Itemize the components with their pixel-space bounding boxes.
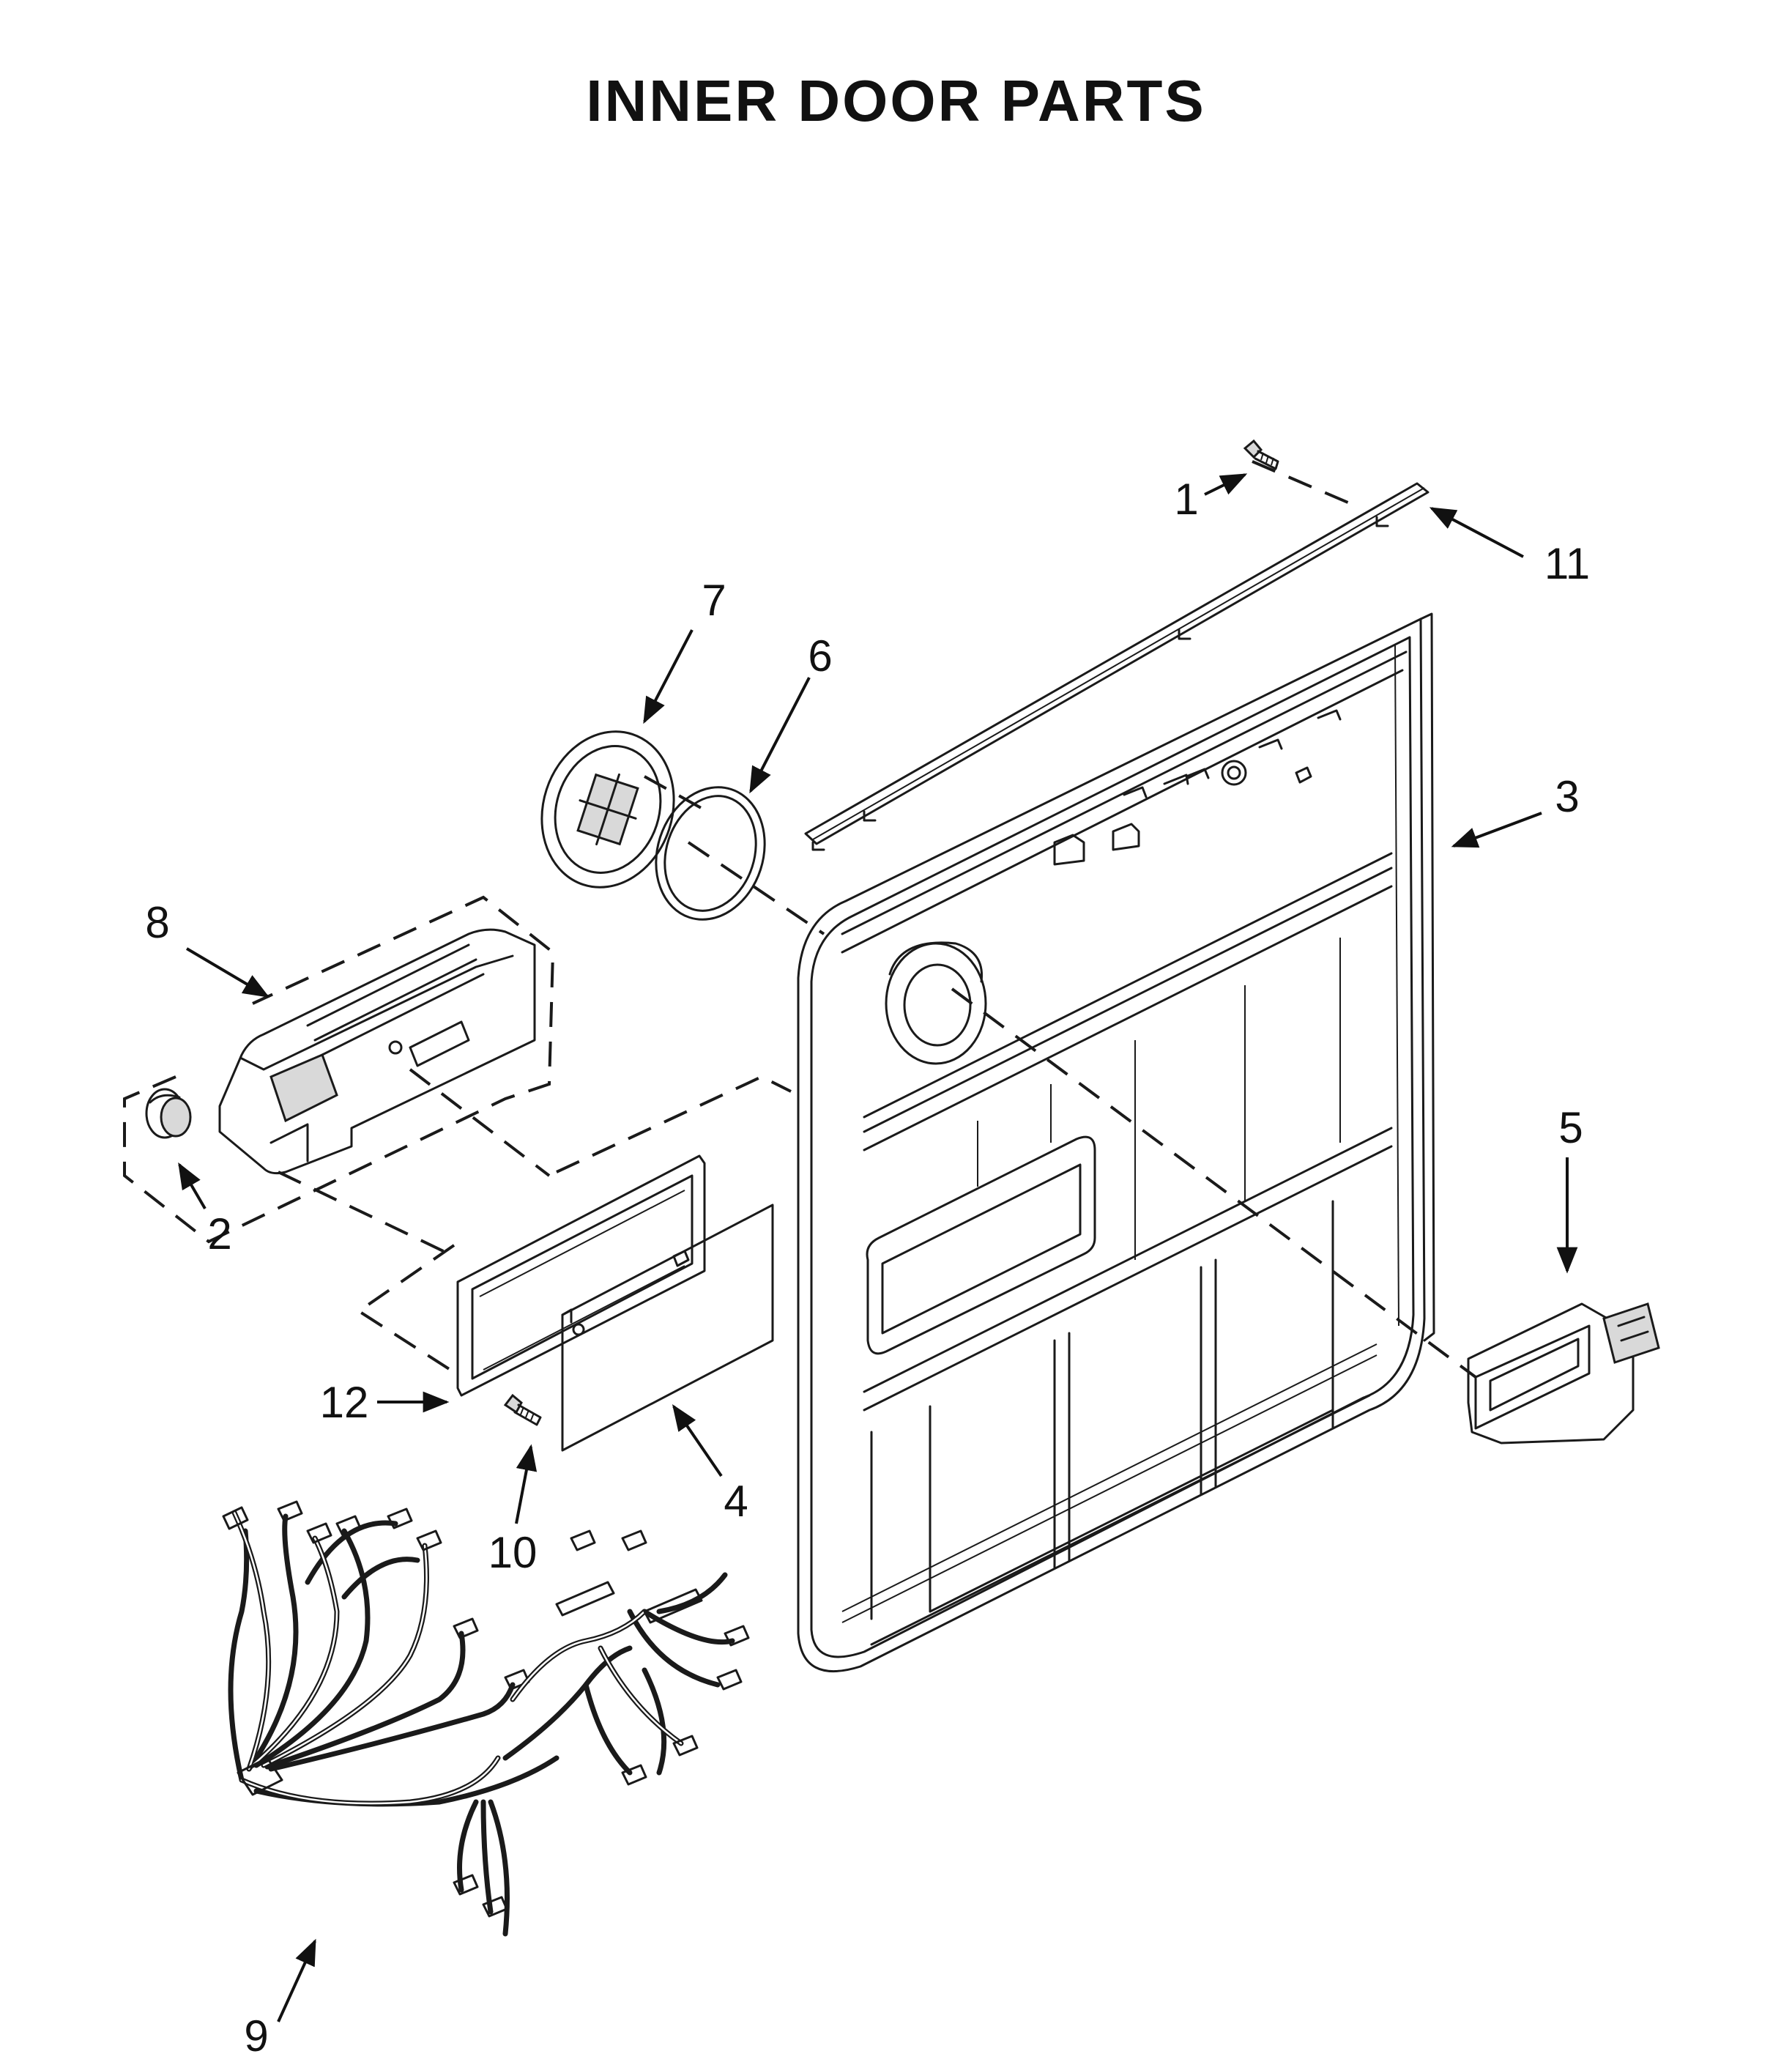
part-7-vent-cover: [540, 730, 675, 889]
leader-1: [1204, 473, 1248, 496]
callout-12: 12: [320, 1378, 369, 1427]
callout-labels: 1 2 3 4 5 6 7 8 9 10 11 12: [145, 475, 1590, 2061]
part-1-screw: [1243, 439, 1279, 470]
callout-4: 4: [724, 1477, 748, 1526]
leader-6: [749, 677, 811, 794]
callout-8: 8: [145, 898, 169, 947]
leader-10: [515, 1444, 538, 1524]
callout-9: 9: [244, 2011, 268, 2061]
callout-2: 2: [207, 1209, 231, 1258]
callout-3: 3: [1555, 772, 1579, 821]
part-12-cover-plate: [456, 1154, 706, 1397]
leader-lines: [178, 473, 1578, 2022]
callout-1: 1: [1174, 475, 1198, 524]
leader-9: [277, 1938, 316, 2022]
leader-7: [643, 629, 694, 724]
part-9-wire-harness: [222, 1500, 750, 1937]
assembly-dashed-lines: [123, 460, 1477, 1379]
part-10-screw: [503, 1393, 542, 1426]
callout-6: 6: [808, 631, 832, 680]
page-title: INNER DOOR PARTS: [586, 68, 1206, 133]
callout-5: 5: [1558, 1103, 1583, 1152]
leader-4: [672, 1404, 723, 1477]
callout-7: 7: [702, 576, 726, 625]
callout-11: 11: [1544, 539, 1590, 588]
part-4-control-board: [561, 1204, 774, 1452]
part-6-gasket: [655, 786, 766, 921]
part-2-knob: [145, 1088, 192, 1139]
leader-8: [185, 947, 270, 998]
part-11-top-trim: [804, 482, 1429, 851]
callout-10: 10: [488, 1528, 538, 1577]
part-8-control-housing: [218, 928, 536, 1175]
part-5-module: [1467, 1302, 1660, 1444]
part-3-inner-door: [797, 612, 1435, 1673]
leader-3: [1451, 812, 1542, 848]
leader-11: [1429, 507, 1524, 558]
leader-2: [178, 1162, 207, 1210]
